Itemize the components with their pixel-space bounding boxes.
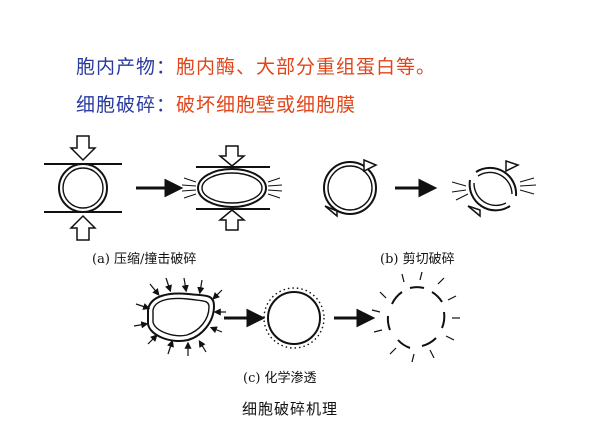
shear-broken-cell [468,166,518,212]
compression-down-arrow [69,135,97,162]
compression-up-arrow [69,214,97,241]
intracellular-products-value: 胞内酶、大部分重组蛋白等。 [176,56,437,78]
compression-broken-cell [196,166,270,210]
process-arrow-b [395,178,438,198]
caption-chemical: (c) 化学渗透 [243,371,317,386]
chemical-cell [147,292,216,342]
shear-triangle-top [363,158,378,173]
shear-triangle-bottom [324,205,338,218]
shear-triangle-bottom-2 [467,205,481,218]
compression-intact-cell [44,163,122,213]
process-arrow-c1 [224,308,266,328]
shear-triangle-top-2 [505,159,520,173]
figure-title: 细胞破碎机理 [242,400,339,418]
cell-disruption-value: 破坏细胞壁或细胞膜 [176,94,357,116]
caption-compression: (a) 压缩/撞击破碎 [92,252,197,267]
chemical-swollen-cell [263,287,325,349]
intracellular-products-label: 胞内产物： [76,56,177,78]
cell-disruption-line: 细胞破碎：破坏细胞壁或细胞膜 [76,90,356,117]
shear-intact-cell [323,161,377,215]
intracellular-products-line: 胞内产物：胞内酶、大部分重组蛋白等。 [76,52,436,79]
compression-down-arrow-2 [217,145,247,167]
chemical-debris [371,271,460,363]
cell-disruption-label: 细胞破碎： [76,94,177,116]
chemical-inward-arrows [133,277,226,356]
caption-shear: (b) 剪切破碎 [380,252,455,267]
shear-rays [451,177,537,201]
process-arrow-c2 [334,308,376,328]
chemical-lysed-cell [386,286,446,349]
process-arrow-a [136,178,184,198]
compression-up-arrow-2 [217,209,247,231]
compression-rays-left [181,177,197,199]
compression-rays-right [267,177,283,199]
